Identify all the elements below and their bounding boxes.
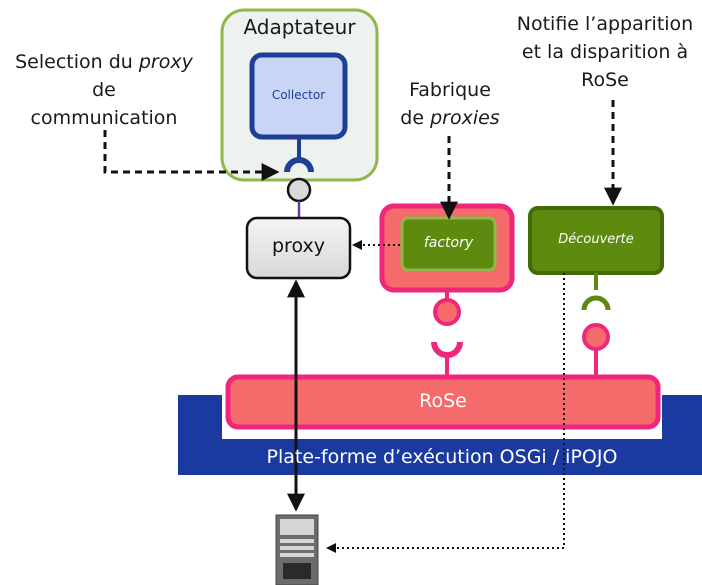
decouverte-label: Découverte [558,232,634,247]
selection-annotation-arrow [103,130,280,181]
selection-line3: communication [30,107,178,129]
rose-provided-port-right [582,323,610,351]
factory-label: factory [423,235,474,251]
fabrique-line1: Fabrique [409,79,491,101]
fabrique-annotation: Fabrique de proxies [385,76,515,132]
discovery-server-link [326,273,565,553]
notifie-line1: Notifie l’apparition [516,13,694,35]
decouverte-required-port [581,295,611,311]
notifie-line2: et la disparition à [521,41,689,63]
fabrique-line2-em: proxies [430,107,500,129]
selection-line2: de [92,79,116,101]
adaptateur-label: Adaptateur [243,15,356,39]
server-icon [275,514,319,585]
platform-label: Plate-forme d’exécution OSGi / iPOJO [266,446,618,468]
proxy-label: proxy [272,235,325,257]
factory-provided-port [433,298,461,326]
rose-required-port-left [431,341,463,358]
notifie-line3: RoSe [581,69,629,91]
rose-box [225,374,661,430]
rose-label: RoSe [419,390,467,412]
selection-line1-pre: Selection du [15,51,139,73]
notifie-annotation: Notifie l’apparition et la disparition à… [508,10,702,94]
proxy-box [245,216,352,280]
selection-line1-em: proxy [138,51,193,73]
fabrique-line2-pre: de [400,107,431,129]
proxy-provided-port [286,177,312,203]
selection-annotation: Selection du proxy de communication [4,48,204,132]
collector-label: Collector [271,88,326,102]
